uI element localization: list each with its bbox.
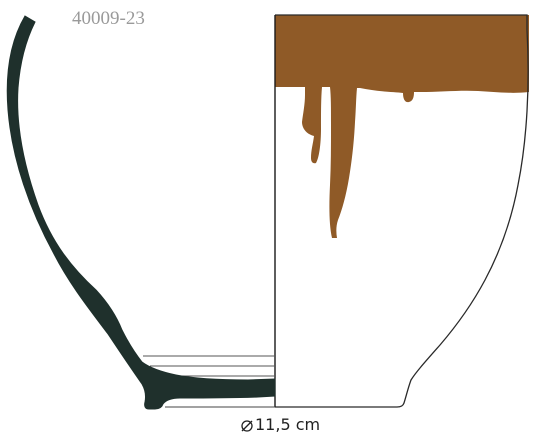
catalog-number: 40009-23 <box>72 8 145 29</box>
glaze-band <box>275 15 529 238</box>
diameter-symbol-icon <box>241 420 253 432</box>
vessel-section <box>6 15 276 410</box>
diameter-value: 11,5 cm <box>255 415 320 434</box>
base-diameter-label: 11,5 cm <box>241 415 320 434</box>
vessel-exterior-outline <box>275 14 529 408</box>
